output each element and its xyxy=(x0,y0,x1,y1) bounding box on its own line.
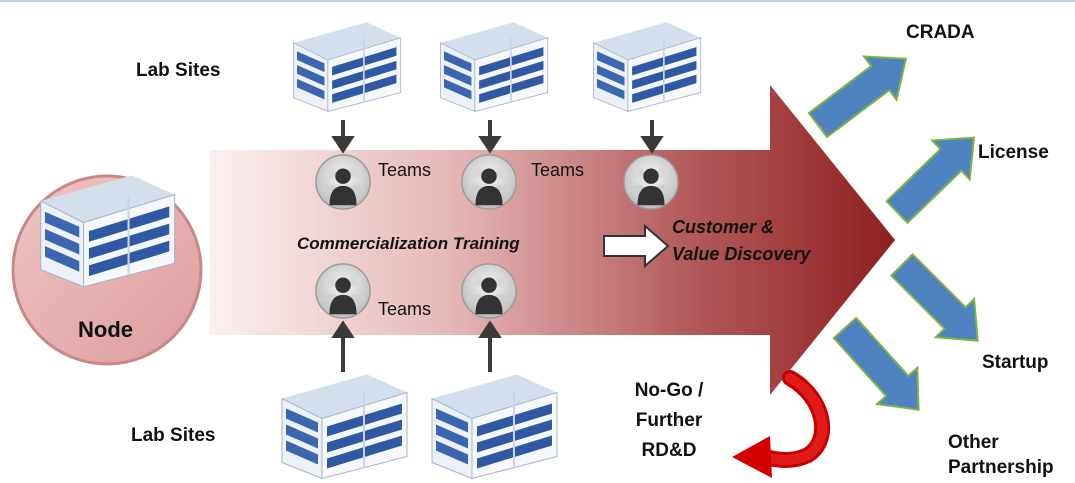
nogo-label-line2: Further xyxy=(635,410,703,431)
teams-label: Teams xyxy=(378,160,432,180)
discovery-arrow xyxy=(603,223,670,269)
top-border xyxy=(0,0,1075,2)
main-process-arrow xyxy=(210,85,895,395)
teams-label: Teams xyxy=(531,160,585,180)
crada-label: CRADA xyxy=(906,22,975,43)
office-building-icon xyxy=(592,21,702,113)
customer-label-line2: Value Discovery xyxy=(672,244,811,264)
training-label: Commercialization Training xyxy=(297,234,520,253)
license-label: License xyxy=(978,142,1049,163)
outcome-arrow-crada xyxy=(807,55,908,139)
nogo-label-line1: No-Go / xyxy=(634,380,704,401)
startup-label: Startup xyxy=(982,352,1049,373)
office-building-icon xyxy=(430,373,559,480)
other-label-line1: Other xyxy=(948,432,999,453)
teams-label: Teams xyxy=(378,299,432,319)
team-person-icon xyxy=(623,154,679,210)
office-building-icon xyxy=(280,373,409,480)
lab-sites-bottom-label: Lab Sites xyxy=(131,425,216,446)
outcome-arrow-other-partnership xyxy=(832,316,920,411)
outcome-arrow-license xyxy=(885,136,976,225)
team-person-icon xyxy=(315,154,371,210)
bottom-connector-arrows xyxy=(331,320,502,372)
team-person-icon xyxy=(461,154,517,210)
office-building-icon xyxy=(439,21,549,113)
customer-label-line1: Customer & xyxy=(672,217,775,237)
nogo-label-line3: RD&D xyxy=(641,440,697,461)
office-building-icon xyxy=(292,21,402,113)
team-person-icon xyxy=(315,263,371,319)
top-connector-arrows xyxy=(331,120,664,154)
other-label-line2: Partnership xyxy=(948,457,1054,478)
team-person-icon xyxy=(461,263,517,319)
nogo-arrow xyxy=(732,370,831,478)
lab-sites-top-label: Lab Sites xyxy=(136,60,221,81)
node-label: Node xyxy=(78,317,133,342)
outcome-arrow-startup xyxy=(889,252,979,342)
